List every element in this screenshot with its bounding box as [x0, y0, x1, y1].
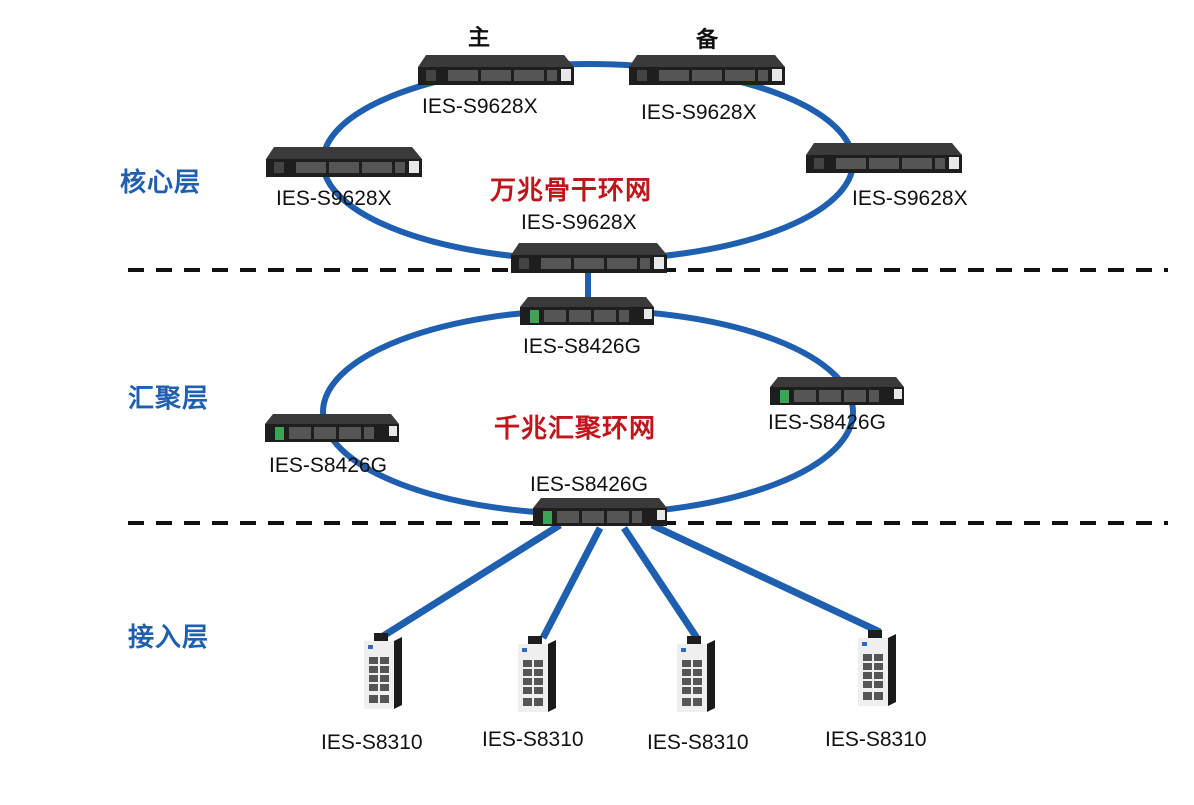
access-switch-1[interactable] [364, 633, 402, 709]
device-label-core-left: IES-S9628X [276, 187, 392, 210]
access-switch-2[interactable] [518, 636, 556, 712]
aggregation-switch-right[interactable] [770, 377, 904, 405]
layer-label-aggregation: 汇聚层 [128, 384, 210, 414]
aggregation-switch-left[interactable] [265, 414, 399, 442]
device-label-access-3: IES-S8310 [647, 731, 749, 754]
core-switch-backup[interactable] [629, 55, 785, 85]
role-label-backup: 备 [696, 28, 719, 53]
device-label-aggregation-top: IES-S8426G [523, 335, 641, 358]
ring-label-aggregation: 千兆汇聚环网 [494, 414, 657, 444]
device-label-core-backup: IES-S9628X [641, 101, 757, 124]
role-label-primary: 主 [468, 26, 491, 51]
access-link-3 [621, 526, 700, 640]
access-link-1 [378, 522, 562, 641]
device-label-aggregation-left: IES-S8426G [269, 454, 387, 477]
device-label-aggregation-bottom: IES-S8426G [530, 473, 648, 496]
device-label-access-4: IES-S8310 [825, 728, 927, 751]
aggregation-switch-top[interactable] [520, 297, 654, 325]
core-switch-primary[interactable] [418, 55, 574, 85]
access-link-2 [539, 526, 604, 640]
access-switch-4[interactable] [858, 630, 896, 706]
device-label-core-right: IES-S9628X [852, 187, 968, 210]
core-switch-bottom[interactable] [511, 243, 667, 273]
ring-label-core: 万兆骨干环网 [490, 176, 653, 206]
core-switch-right[interactable] [806, 143, 962, 173]
layer-label-access: 接入层 [128, 623, 210, 653]
device-label-access-2: IES-S8310 [482, 728, 584, 751]
device-label-access-1: IES-S8310 [321, 731, 423, 754]
core-switch-left[interactable] [266, 147, 422, 177]
device-label-core-bottom: IES-S9628X [521, 211, 637, 234]
aggregation-switch-bottom[interactable] [533, 498, 667, 526]
device-label-aggregation-right: IES-S8426G [768, 411, 886, 434]
access-switch-3[interactable] [677, 636, 715, 712]
access-link-4 [650, 521, 882, 636]
device-label-core-primary: IES-S9628X [422, 95, 538, 118]
layer-label-core: 核心层 [120, 168, 202, 198]
